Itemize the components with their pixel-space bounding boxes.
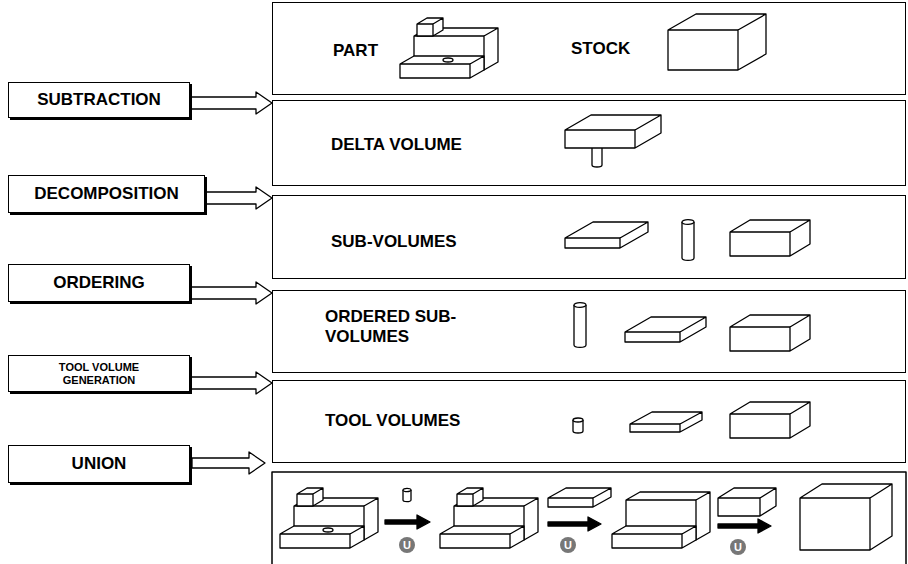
union-symbol xyxy=(560,537,576,553)
part-hole xyxy=(443,58,453,62)
cylinder-sketch xyxy=(573,418,583,433)
step-label: TOOL VOLUME GENERATION xyxy=(49,361,149,386)
stage-title: STOCK xyxy=(571,39,630,59)
part-sketch xyxy=(440,488,538,548)
stock-sketch xyxy=(668,14,766,70)
union-arrow xyxy=(548,517,601,531)
step-label: UNION xyxy=(72,454,127,474)
stage-title: SUB-VOLUMES xyxy=(331,232,457,252)
part-sketch xyxy=(280,488,378,548)
process-arrow xyxy=(206,187,272,209)
slab-sketch xyxy=(565,222,648,248)
box-sketch xyxy=(730,402,810,438)
process-arrow xyxy=(191,372,272,394)
process-arrow xyxy=(191,282,272,304)
delta-volume-sketch xyxy=(565,115,661,167)
stage-title: DELTA VOLUME xyxy=(331,135,462,155)
union-symbol xyxy=(730,539,746,555)
union-symbol-label: U xyxy=(564,540,572,551)
stage-band: SUB-VOLUMES xyxy=(272,195,906,279)
stage-band: TOOL VOLUMES xyxy=(272,380,906,463)
slab-sketch xyxy=(548,488,611,507)
step-label-box: DECOMPOSITION xyxy=(8,175,205,213)
union-symbol-label: U xyxy=(734,542,742,553)
box-sketch xyxy=(718,488,776,516)
stock-sketch xyxy=(800,484,892,550)
stage-band: PART STOCK xyxy=(272,2,906,95)
part-base xyxy=(400,56,484,78)
box-sketch xyxy=(730,220,810,256)
stage-title: ORDERED SUB-VOLUMES xyxy=(325,307,465,346)
union-symbol xyxy=(399,537,415,553)
step-label-box: TOOL VOLUME GENERATION xyxy=(8,355,190,392)
slab xyxy=(565,115,661,148)
step-label: DECOMPOSITION xyxy=(34,184,179,204)
cylinder-sketch xyxy=(403,488,411,501)
cylinder-sketch xyxy=(682,220,694,261)
union-arrow xyxy=(385,515,430,529)
step-label-box: ORDERING xyxy=(8,264,190,302)
union-arrow xyxy=(718,519,771,533)
stage-title: PART xyxy=(333,41,378,61)
stage-band: DELTA VOLUME xyxy=(272,100,906,186)
stepped-part-sketch xyxy=(612,492,710,548)
stage-title: TOOL VOLUMES xyxy=(325,411,460,431)
part-tab xyxy=(417,18,443,36)
step-label-box: UNION xyxy=(8,445,190,483)
slab-sketch xyxy=(625,317,706,342)
result-band xyxy=(272,472,906,564)
step-label: SUBTRACTION xyxy=(37,90,161,110)
step-label: ORDERING xyxy=(53,273,145,293)
stage-band: ORDERED SUB-VOLUMES xyxy=(272,290,906,373)
union-symbol-label: U xyxy=(403,540,411,551)
slab-sketch xyxy=(630,412,702,432)
hollow-arrow xyxy=(192,452,265,474)
step-label-box: SUBTRACTION xyxy=(8,82,190,118)
box-sketch xyxy=(730,315,810,351)
cylinder-sketch xyxy=(574,303,586,348)
process-arrow xyxy=(191,92,272,114)
part-sketch xyxy=(400,18,498,78)
